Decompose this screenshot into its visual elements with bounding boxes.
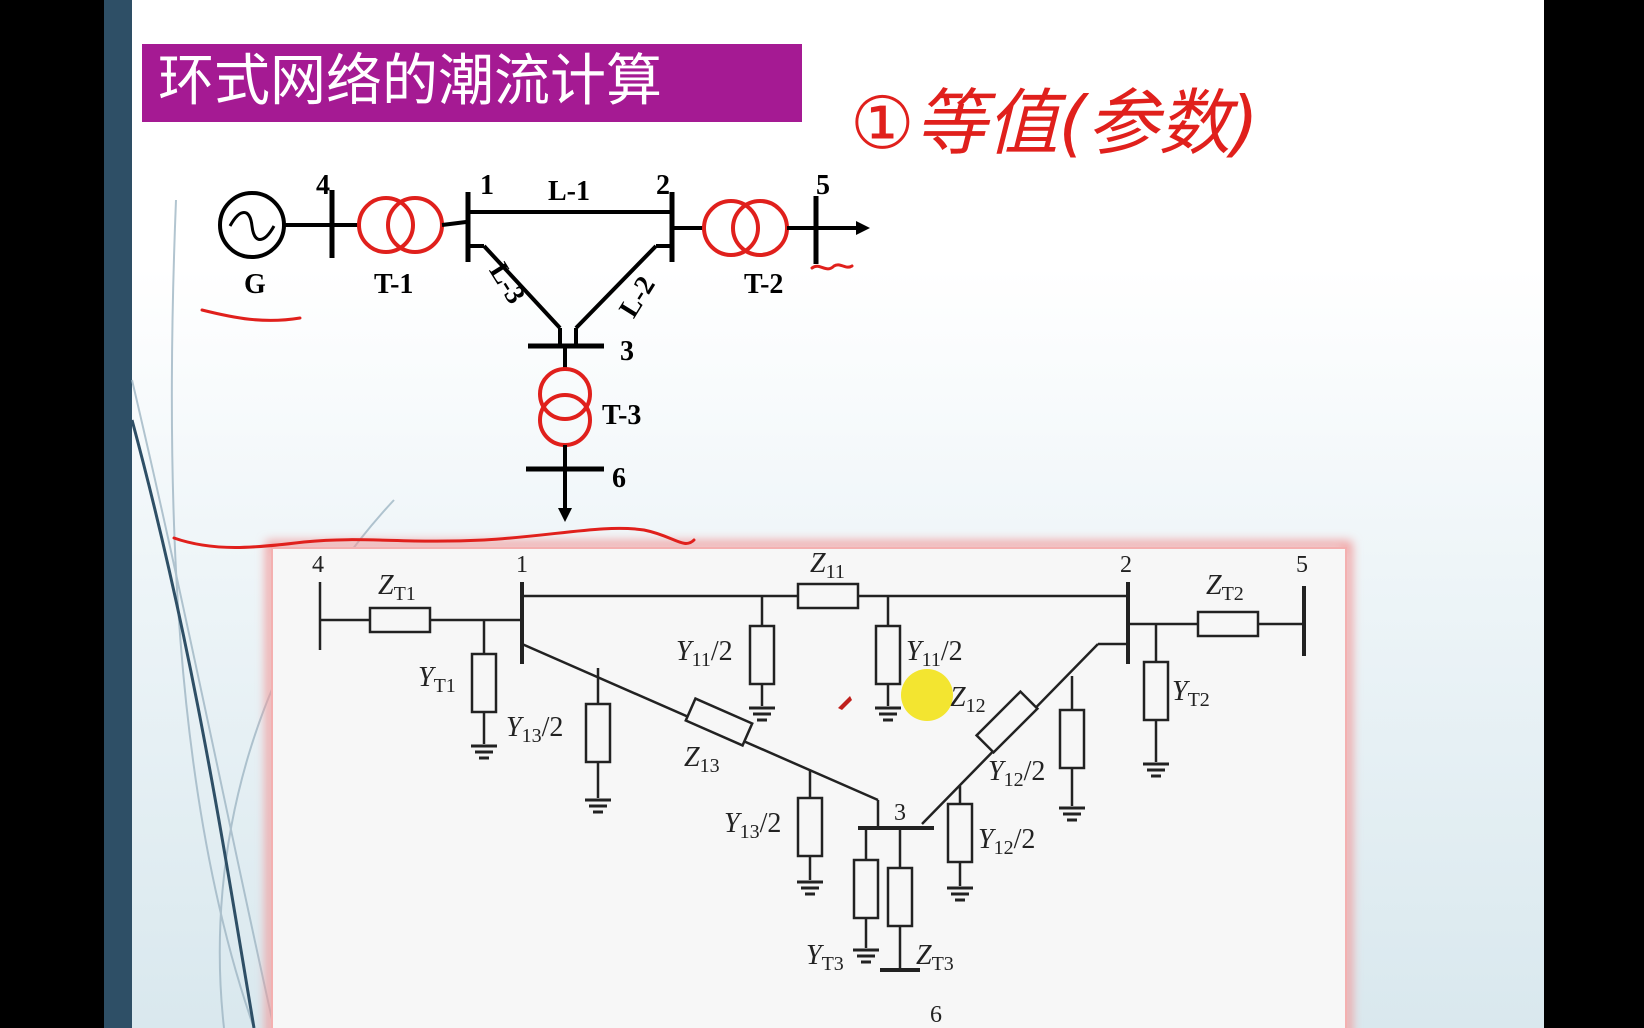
transformer-t1-coil-a <box>357 196 415 254</box>
label-y11-right: Y11/2 <box>906 636 963 671</box>
bus-label-6: 6 <box>612 463 626 494</box>
bus-label-5: 5 <box>816 170 830 201</box>
eq-bus-label-6: 6 <box>930 1002 942 1028</box>
line-label-l1: L-1 <box>548 176 590 207</box>
transformer-t2-coil-a <box>702 199 760 257</box>
underline-bus5 <box>810 263 854 271</box>
eq-bus-label-3: 3 <box>894 800 906 826</box>
slide-title: 环式网络的潮流计算 <box>158 49 662 114</box>
left-decor-strip <box>104 0 132 1028</box>
eq-bus-label-4: 4 <box>312 552 324 578</box>
transformer-label-t3: T-3 <box>602 400 641 431</box>
label-y12-left: Y12/2 <box>978 824 1035 859</box>
single-line-diagram: G 4 T-1 1 L-1 2 T-2 5 <box>218 170 870 522</box>
transformer-label-t1: T-1 <box>374 269 413 300</box>
admittance-y13-left <box>584 702 612 764</box>
equivalent-circuit: 4 1 2 5 3 6 ZT1 YT1 Z11 Y11/2 Y11/2 ZT2 … <box>266 541 1352 1028</box>
line-l3 <box>482 244 562 330</box>
admittance-yt3 <box>852 858 880 920</box>
impedance-z13 <box>684 696 754 748</box>
bus-label-4: 4 <box>316 170 330 201</box>
label-y13-right: Y13/2 <box>724 808 781 843</box>
impedance-z11 <box>796 582 860 610</box>
slide: 环式网络的潮流计算 G 4 T-1 1 L-1 2 T-2 5 <box>104 0 1544 1028</box>
transformer-t3-coil-a <box>538 367 592 421</box>
impedance-z12 <box>974 689 1040 755</box>
admittance-y12-right <box>1058 708 1086 770</box>
eq-bus-label-5: 5 <box>1296 552 1308 578</box>
sine-icon <box>228 211 276 241</box>
handwritten-note: ①等值(参数) <box>850 81 1259 165</box>
label-y12-right: Y12/2 <box>988 756 1045 791</box>
label-z11: Z11 <box>810 548 845 583</box>
label-yt1: YT1 <box>418 662 456 697</box>
title-banner: 环式网络的潮流计算 <box>142 44 802 122</box>
label-z13: Z13 <box>684 742 720 777</box>
eq-bus-label-2: 2 <box>1120 552 1132 578</box>
pen-cursor-icon <box>838 696 852 710</box>
label-zt1: ZT1 <box>378 570 416 605</box>
label-z12: Z12 <box>950 682 986 717</box>
load-arrow-bus5 <box>856 221 870 235</box>
label-zt3: ZT3 <box>916 940 954 975</box>
underline-g <box>200 308 302 322</box>
label-zt2: ZT2 <box>1206 570 1244 605</box>
impedance-zt3 <box>886 866 914 928</box>
transformer-label-t2: T-2 <box>744 269 783 300</box>
pointer-highlight <box>901 669 953 721</box>
bus-label-2: 2 <box>656 170 670 201</box>
bus-label-3: 3 <box>620 336 634 367</box>
line-l2 <box>574 244 658 330</box>
ink-annotations: ①等值(参数) <box>172 81 1259 549</box>
load-arrow-bus6 <box>558 508 572 522</box>
eq-bus-label-1: 1 <box>516 552 528 578</box>
label-yt2: YT2 <box>1172 676 1210 711</box>
label-yt3: YT3 <box>806 940 844 975</box>
panel-glow <box>266 541 1352 1028</box>
label-y13-left: Y13/2 <box>506 712 563 747</box>
admittance-yt1 <box>470 652 498 714</box>
bus-label-1: 1 <box>480 170 494 201</box>
underline-panel <box>172 526 696 549</box>
label-y11-left: Y11/2 <box>676 636 733 671</box>
generator-label: G <box>244 269 266 300</box>
